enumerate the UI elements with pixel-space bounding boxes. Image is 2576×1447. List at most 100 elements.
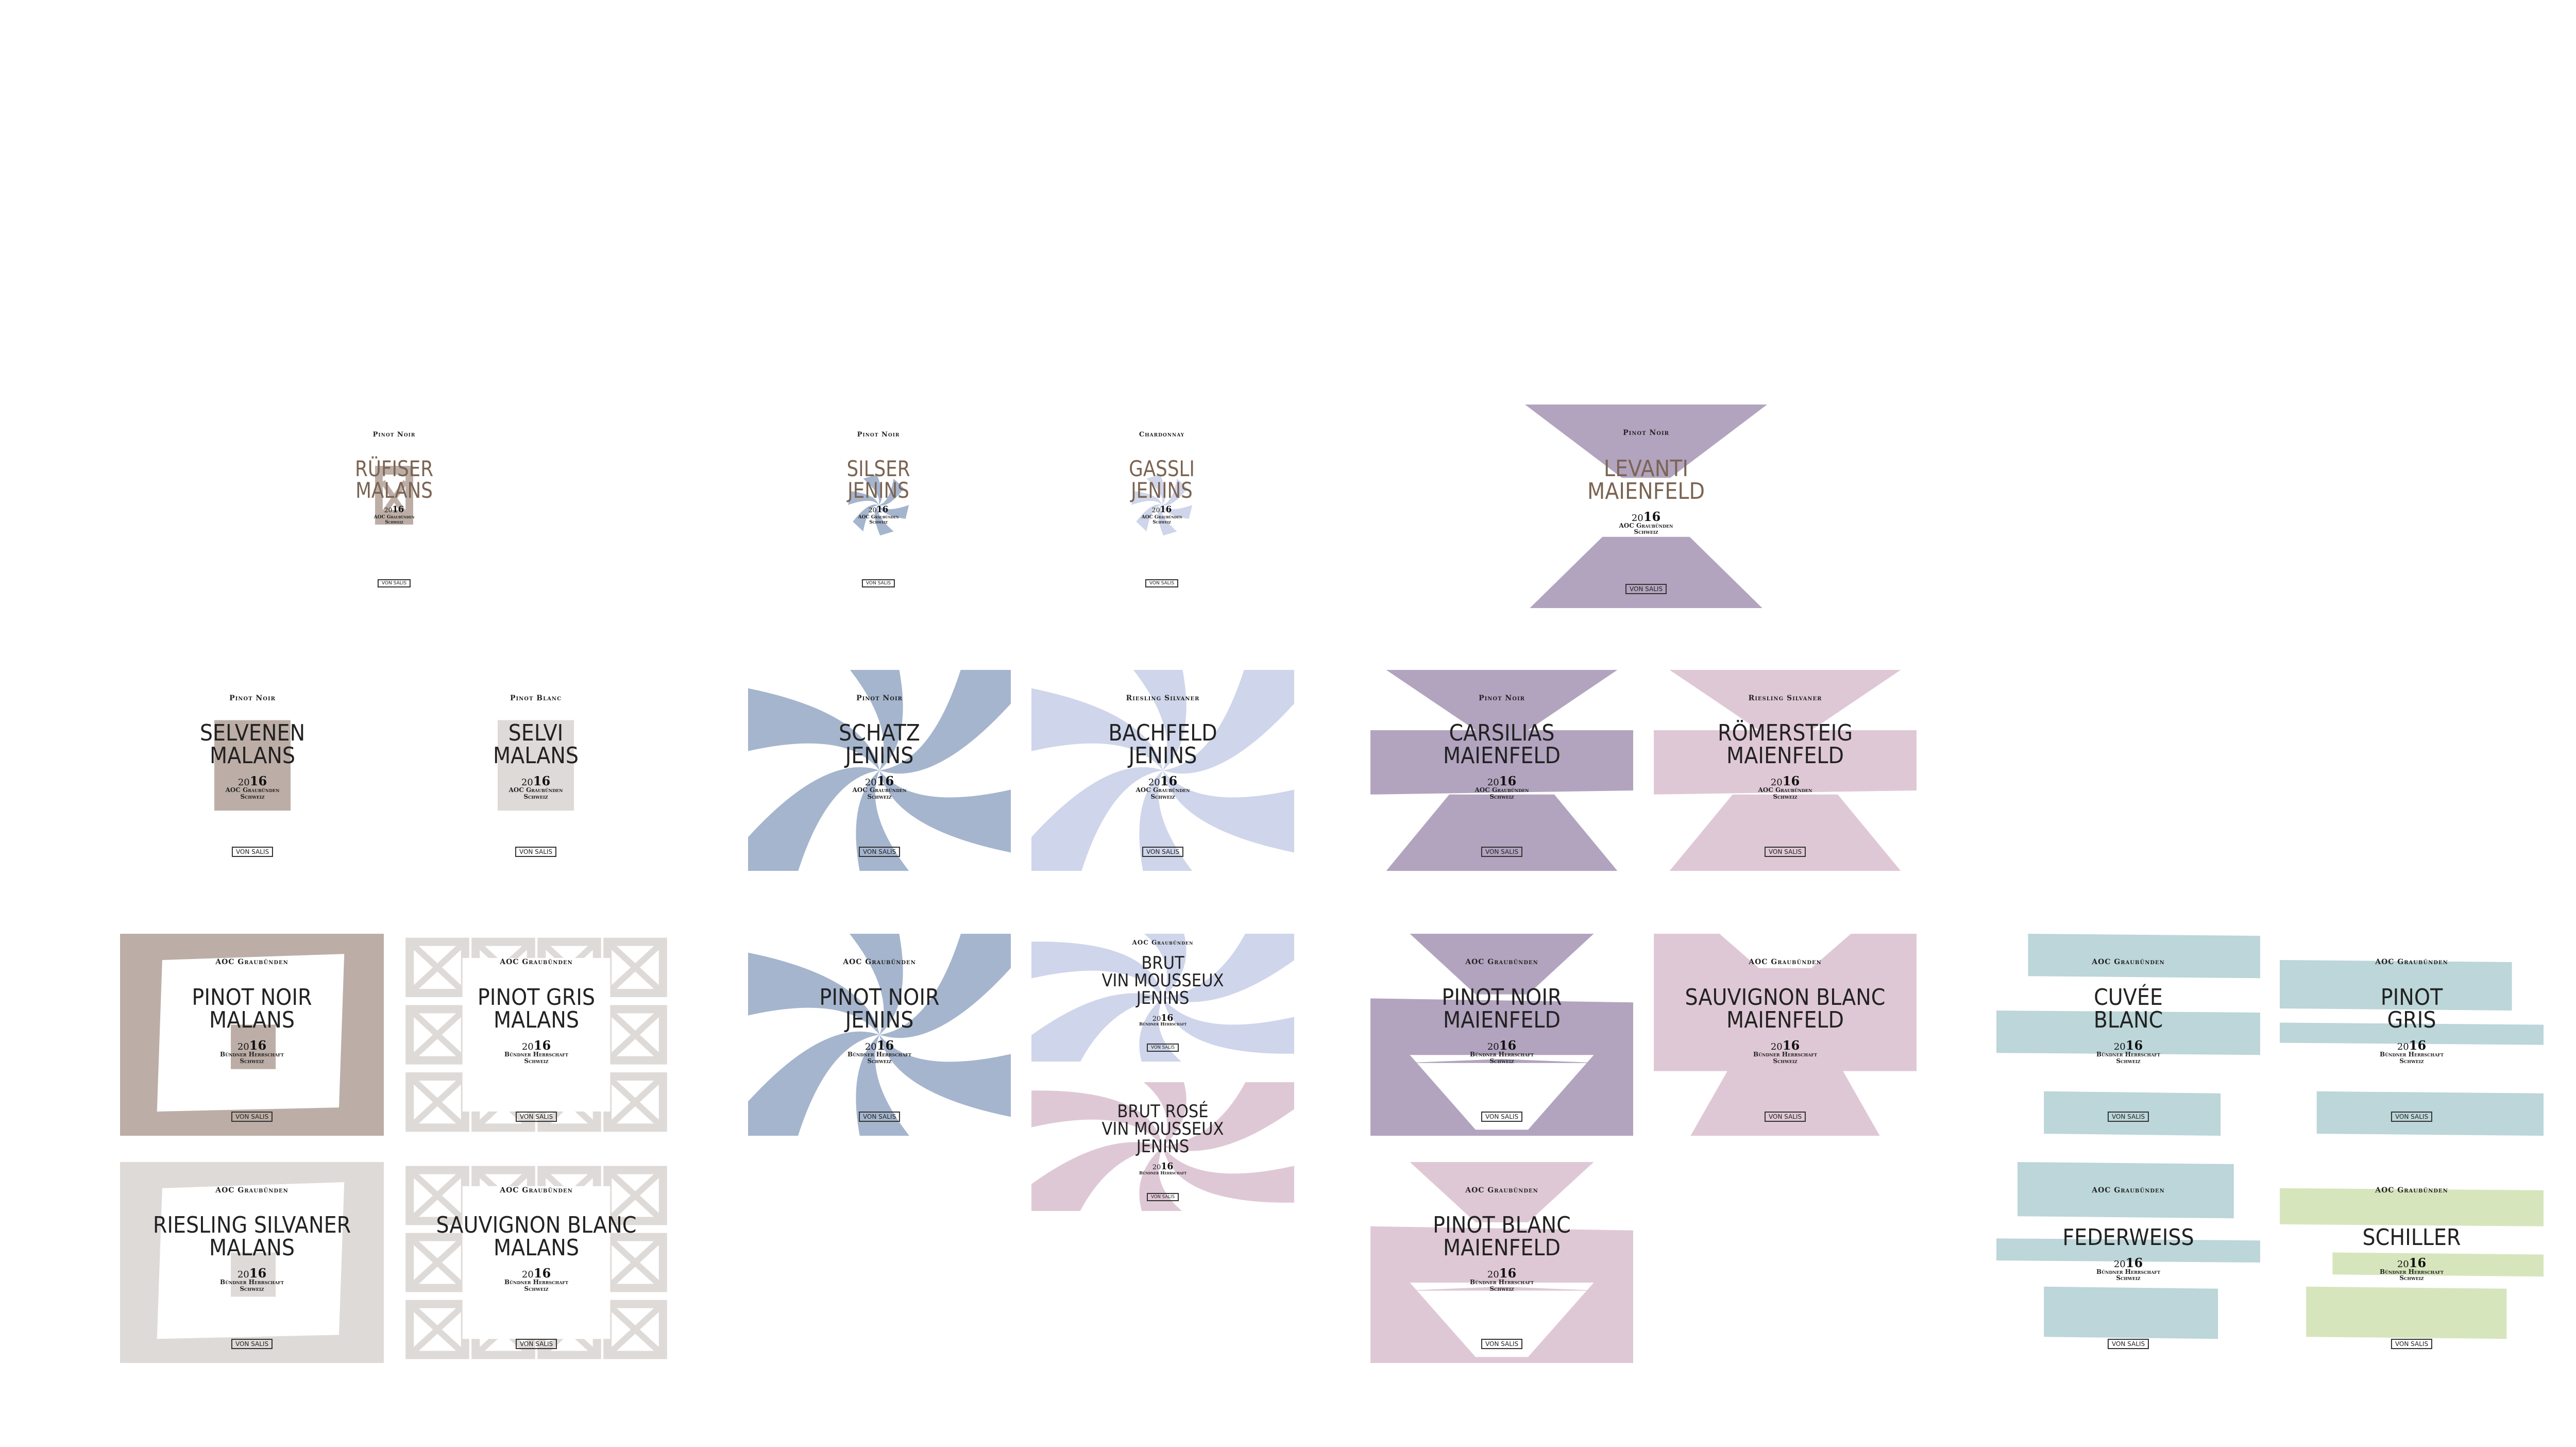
vintage-century: 20 xyxy=(1151,506,1160,514)
label-name-line: JENINS xyxy=(845,1006,914,1033)
label-vintage: 2016 xyxy=(1996,1255,2260,1270)
pattern-shape xyxy=(2017,1162,2234,1219)
label-pattern xyxy=(848,474,909,536)
label-vintage: 2016 xyxy=(1370,1038,1633,1053)
label-name-line: SCHILLER xyxy=(2362,1224,2461,1251)
origin-line: Schweiz xyxy=(240,1057,264,1065)
label-varietal: Pinot Noir xyxy=(856,694,903,702)
vintage-year: 16 xyxy=(249,773,267,789)
pattern-shape xyxy=(1719,934,1851,968)
origin-line: Schweiz xyxy=(240,793,265,800)
vintage-century: 20 xyxy=(521,1269,534,1281)
von-salis-logo: VON SALIS xyxy=(1481,847,1523,857)
pattern-shape xyxy=(863,474,883,505)
pattern-shape xyxy=(1143,1082,1187,1147)
pattern-shape xyxy=(231,1024,276,1069)
von-salis-logo: VON SALIS xyxy=(861,579,895,588)
vintage-year: 16 xyxy=(1782,773,1800,789)
pattern-shape xyxy=(1163,770,1294,853)
label-name-line: MAIENFELD xyxy=(1443,1006,1561,1033)
label-pattern xyxy=(1131,474,1193,536)
pattern-shape xyxy=(408,1302,467,1357)
pattern-shape xyxy=(408,1006,467,1063)
pattern-shape xyxy=(1410,934,1594,995)
pattern-shape xyxy=(1410,1055,1594,1130)
label-name-line: VIN MOUSSEUX xyxy=(1101,970,1224,991)
pattern-shape xyxy=(231,1252,276,1297)
pattern-shape xyxy=(408,1235,467,1290)
label-name-line: JENINS xyxy=(1128,743,1197,769)
vintage-year: 16 xyxy=(392,504,404,514)
origin-line: AOC Graubünden xyxy=(1475,786,1529,794)
vintage-century: 20 xyxy=(865,777,877,788)
pattern-shape xyxy=(605,1074,665,1130)
label-pattern xyxy=(1525,405,1767,608)
origin-line: Schweiz xyxy=(1489,793,1514,800)
vintage-century: 20 xyxy=(1148,777,1160,788)
vintage-century: 20 xyxy=(521,1041,534,1052)
origin-line: Schweiz xyxy=(524,1057,549,1065)
label-varietal: Riesling Silvaner xyxy=(1126,694,1200,702)
pattern-shape xyxy=(1163,1147,1294,1203)
label-name-line: MAIENFELD xyxy=(1726,743,1844,769)
label-name-line: MALANS xyxy=(355,477,433,503)
vintage-year: 16 xyxy=(1499,773,1517,789)
origin-line: Bündner Herrschaft xyxy=(2096,1268,2160,1275)
label-vintage: 2016 xyxy=(1031,773,1294,788)
label-name-line: MALANS xyxy=(209,1235,295,1261)
vintage-century: 20 xyxy=(237,1041,249,1052)
vintage-century: 20 xyxy=(384,506,393,514)
pattern-shape xyxy=(748,767,879,871)
label-name-line: BRUT xyxy=(1141,952,1184,973)
pattern-shape xyxy=(1031,688,1163,770)
label-varietal: AOC Graubünden xyxy=(1465,958,1538,967)
vintage-century: 20 xyxy=(1487,1269,1499,1281)
label-name-line: SILSER xyxy=(846,456,910,481)
origin-line: Bündner Herrschaft xyxy=(504,1050,568,1058)
label-vintage: 2016 xyxy=(1525,509,1767,524)
vintage-year: 16 xyxy=(1161,1162,1174,1172)
pattern-shape xyxy=(879,670,1011,774)
von-salis-logo: VON SALIS xyxy=(2107,1339,2149,1350)
pattern-shape xyxy=(878,478,904,506)
label-name-line: SAUVIGNON BLANC xyxy=(1685,984,1886,1011)
label-name-line: MAIENFELD xyxy=(1587,478,1705,504)
label-name-line: PINOT BLANC xyxy=(1433,1212,1571,1239)
label-name-line: MALANS xyxy=(493,1006,580,1033)
label-name-line: MALANS xyxy=(209,1006,295,1033)
label-pattern xyxy=(2280,1188,2544,1339)
origin-line: Schweiz xyxy=(867,1057,892,1065)
label-vintage: 2016 xyxy=(404,1266,668,1281)
vintage-century: 20 xyxy=(1152,1015,1161,1023)
pattern-shape xyxy=(1163,934,1294,1002)
von-salis-logo: VON SALIS xyxy=(1481,1111,1523,1122)
label-varietal: AOC Graubünden xyxy=(1749,958,1822,967)
pattern-shape xyxy=(462,958,611,1112)
vintage-year: 16 xyxy=(533,773,551,789)
label-name-line: RIESLING SILVANER xyxy=(152,1212,351,1239)
vintage-century: 20 xyxy=(1770,777,1783,788)
vintage-century: 20 xyxy=(521,777,533,788)
pattern-shape xyxy=(849,934,903,1035)
pattern-shape xyxy=(2280,960,2512,1011)
